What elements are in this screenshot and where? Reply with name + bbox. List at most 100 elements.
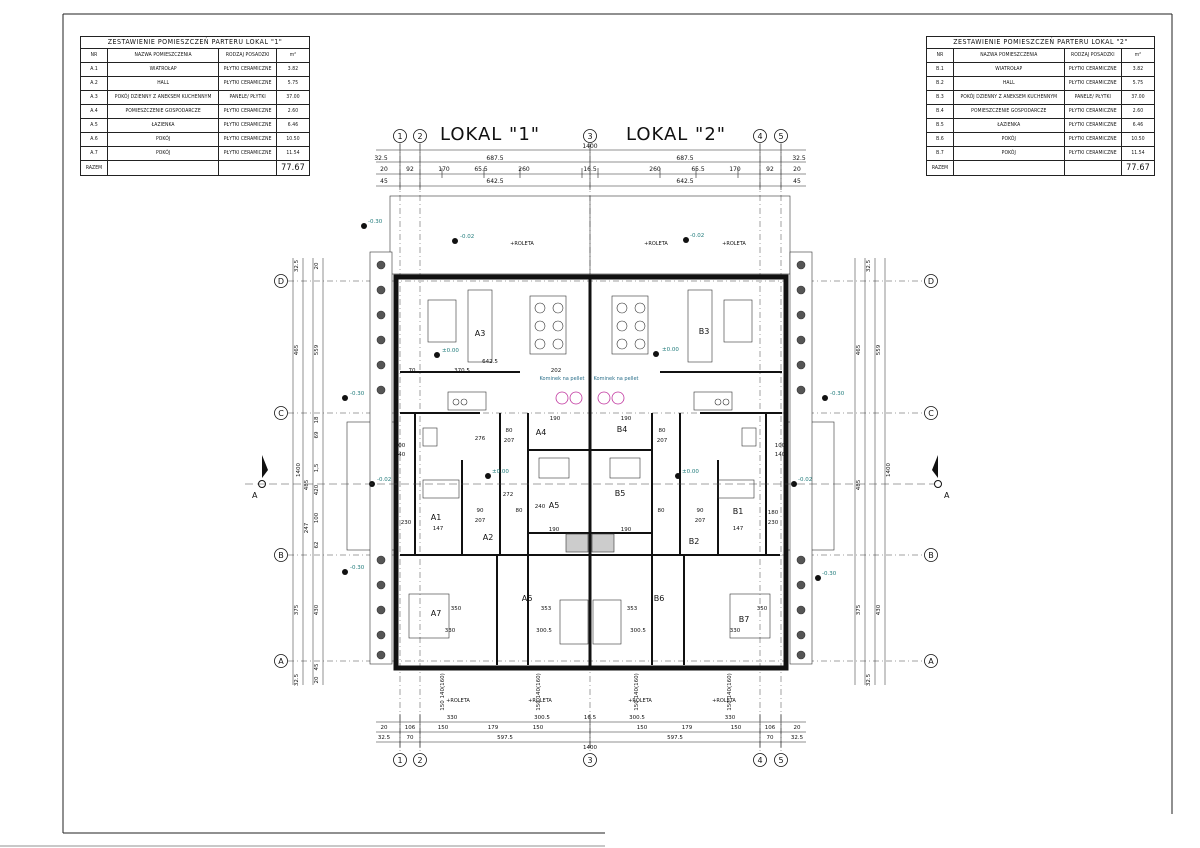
room-label-A3: A3 bbox=[475, 329, 486, 338]
sofa-icon bbox=[687, 289, 713, 363]
col-floor: RODZAJ POSADZKI bbox=[1063, 48, 1123, 63]
dim-edge-left: 32.5 bbox=[374, 155, 388, 162]
svg-text:A: A bbox=[278, 657, 284, 666]
svg-text:±0.00: ±0.00 bbox=[662, 347, 679, 353]
col-area: m² bbox=[1121, 48, 1155, 63]
svg-text:45: 45 bbox=[314, 663, 320, 670]
svg-text:179: 179 bbox=[488, 725, 499, 731]
svg-text:20: 20 bbox=[314, 262, 320, 269]
svg-text:100: 100 bbox=[775, 443, 786, 449]
svg-text:±0.00: ±0.00 bbox=[442, 348, 459, 354]
svg-text:-0.30: -0.30 bbox=[822, 571, 837, 577]
svg-text:150: 150 bbox=[533, 725, 544, 731]
svg-text:100: 100 bbox=[395, 443, 406, 449]
svg-text:-0.30: -0.30 bbox=[350, 391, 365, 397]
svg-text:-0.02: -0.02 bbox=[377, 477, 391, 483]
svg-text:207: 207 bbox=[475, 518, 486, 524]
axis-bubble-A-right bbox=[924, 654, 938, 668]
svg-text:559: 559 bbox=[876, 344, 882, 355]
svg-text:330: 330 bbox=[445, 628, 456, 634]
table-title: ZESTAWIENIE POMIESZCZEŃ PARTERU LOKAL "2… bbox=[926, 36, 1155, 49]
axis-bubble-4-top bbox=[753, 129, 767, 143]
svg-text:A: A bbox=[252, 491, 258, 500]
wardrobe bbox=[717, 479, 755, 499]
room-label-A4: A4 bbox=[536, 428, 547, 437]
svg-text:20: 20 bbox=[381, 725, 388, 731]
svg-text:+ROLETA: +ROLETA bbox=[528, 698, 552, 704]
dim-top-3-2: 170 bbox=[438, 166, 450, 173]
room-label-B4: B4 bbox=[617, 425, 628, 434]
svg-text:-0.30: -0.30 bbox=[350, 565, 365, 571]
dining-table-icon bbox=[611, 295, 649, 355]
dim-top-4-1: 642.5 bbox=[486, 178, 503, 185]
svg-text:485: 485 bbox=[304, 479, 310, 490]
svg-text:70: 70 bbox=[767, 735, 774, 741]
table-total-row: RAZEM 77.67 bbox=[926, 160, 1155, 176]
svg-text:207: 207 bbox=[504, 438, 515, 444]
section-markers: A A bbox=[245, 455, 950, 500]
svg-text:559: 559 bbox=[314, 344, 320, 355]
lokal-1-title: LOKAL "1" bbox=[440, 124, 540, 145]
kitchen-counter bbox=[447, 391, 487, 411]
svg-text:300.5: 300.5 bbox=[534, 715, 550, 721]
axis-bubbles bbox=[274, 129, 938, 767]
dim-top-4-2: 642.5 bbox=[676, 178, 693, 185]
svg-text:106: 106 bbox=[765, 725, 776, 731]
svg-text:1400: 1400 bbox=[886, 463, 892, 477]
svg-text:150: 150 bbox=[731, 725, 742, 731]
svg-text:100: 100 bbox=[314, 512, 320, 523]
svg-text:-0.02: -0.02 bbox=[460, 234, 474, 240]
axis-bubble-5-bottom bbox=[774, 753, 788, 767]
room-label-A1: A1 bbox=[431, 513, 442, 522]
svg-text:353: 353 bbox=[541, 606, 552, 612]
svg-text:642.5: 642.5 bbox=[482, 359, 498, 365]
axis-bubble-D-left bbox=[274, 274, 288, 288]
svg-text:70: 70 bbox=[409, 368, 416, 374]
room-label-B6: B6 bbox=[654, 594, 665, 603]
svg-text:147: 147 bbox=[433, 526, 444, 532]
svg-text:5: 5 bbox=[778, 756, 783, 765]
dim-edge-right: 32.5 bbox=[792, 155, 806, 162]
svg-text:207: 207 bbox=[657, 438, 668, 444]
svg-text:32.5: 32.5 bbox=[866, 673, 872, 686]
svg-text:597.5: 597.5 bbox=[667, 735, 683, 741]
room-label-B1: B1 bbox=[733, 507, 744, 516]
dim-top-4-0: 45 bbox=[380, 178, 388, 185]
svg-text:375: 375 bbox=[856, 604, 862, 615]
svg-text:-0.02: -0.02 bbox=[798, 477, 812, 483]
svg-text:80: 80 bbox=[516, 508, 523, 514]
svg-text:80: 80 bbox=[658, 508, 665, 514]
svg-text:C: C bbox=[928, 409, 934, 418]
dim-top-3-6: 260 bbox=[649, 166, 661, 173]
furniture-lokal-2 bbox=[591, 289, 771, 645]
svg-text:32.5: 32.5 bbox=[866, 259, 872, 272]
axis-bubble-3-top bbox=[583, 129, 597, 143]
svg-text:300.5: 300.5 bbox=[629, 715, 645, 721]
axis-bubble-labels: 1 2 3 4 5 1 2 3 4 5 D C B A D C B A bbox=[278, 132, 934, 765]
svg-text:+ROLETA: +ROLETA bbox=[628, 698, 652, 704]
svg-text:240: 240 bbox=[535, 504, 546, 510]
svg-text:4: 4 bbox=[757, 756, 762, 765]
shower-tray bbox=[565, 533, 589, 553]
svg-text:Kominek na pellet: Kominek na pellet bbox=[594, 376, 639, 382]
svg-text:350: 350 bbox=[451, 606, 462, 612]
dim-top-3-1: 92 bbox=[406, 166, 414, 173]
svg-text:32.5: 32.5 bbox=[791, 735, 804, 741]
svg-text:69: 69 bbox=[314, 431, 320, 438]
svg-text:190: 190 bbox=[550, 416, 561, 422]
pellet-labels: Kominek na pellet Kominek na pellet bbox=[540, 376, 639, 382]
armchair bbox=[723, 299, 753, 343]
svg-text:-0.02: -0.02 bbox=[690, 233, 704, 239]
table-total-row: RAZEM 77.67 bbox=[80, 160, 310, 176]
svg-text:353: 353 bbox=[627, 606, 638, 612]
pellet-fireplace bbox=[555, 391, 625, 405]
sheet-frame bbox=[0, 13, 1173, 847]
